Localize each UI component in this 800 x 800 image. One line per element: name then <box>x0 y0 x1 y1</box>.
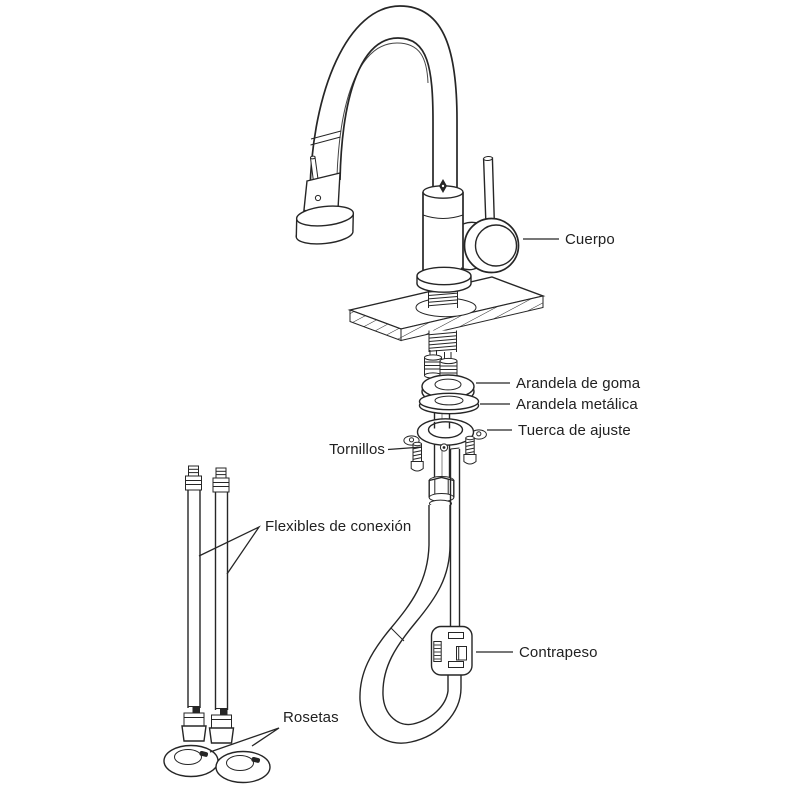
label-contrapeso: Contrapeso <box>519 644 598 661</box>
handle-hub-cuerpo <box>460 217 520 274</box>
labels: Cuerpo Arandela de goma Arandela metálic… <box>265 231 641 726</box>
faucet-spout-arc <box>309 5 458 196</box>
label-tuerca-ajuste: Tuerca de ajuste <box>518 422 631 439</box>
faucet-body-column <box>422 179 464 272</box>
roseta-left <box>163 744 219 778</box>
flexibles-leader-lines <box>198 525 261 575</box>
supply-hose-right <box>208 467 235 744</box>
counterweight <box>430 625 473 676</box>
label-tornillos: Tornillos <box>329 441 385 458</box>
spray-hose-loop <box>359 505 462 744</box>
screw-right <box>463 435 477 465</box>
roseta-right <box>215 750 271 784</box>
label-rosetas: Rosetas <box>283 709 339 726</box>
connector-nut-left <box>424 354 442 379</box>
label-arandela-goma: Arandela de goma <box>516 375 641 392</box>
sprayer-head <box>295 172 355 245</box>
label-cuerpo: Cuerpo <box>565 231 615 248</box>
adjustment-nut-bracket <box>403 418 487 452</box>
label-arandela-metalica: Arandela metálica <box>516 396 638 413</box>
metal-washer <box>418 392 480 415</box>
sprayer-button <box>314 194 322 202</box>
handle-lever <box>482 155 496 227</box>
tornillos-leader-line <box>387 446 423 451</box>
supply-hose-left <box>181 465 207 742</box>
hex-coupling <box>428 476 455 508</box>
label-flexibles: Flexibles de conexión <box>265 518 411 535</box>
base-flange <box>416 266 472 293</box>
spray-hose-return <box>449 447 461 640</box>
rosetas-leader-lines <box>209 727 280 753</box>
